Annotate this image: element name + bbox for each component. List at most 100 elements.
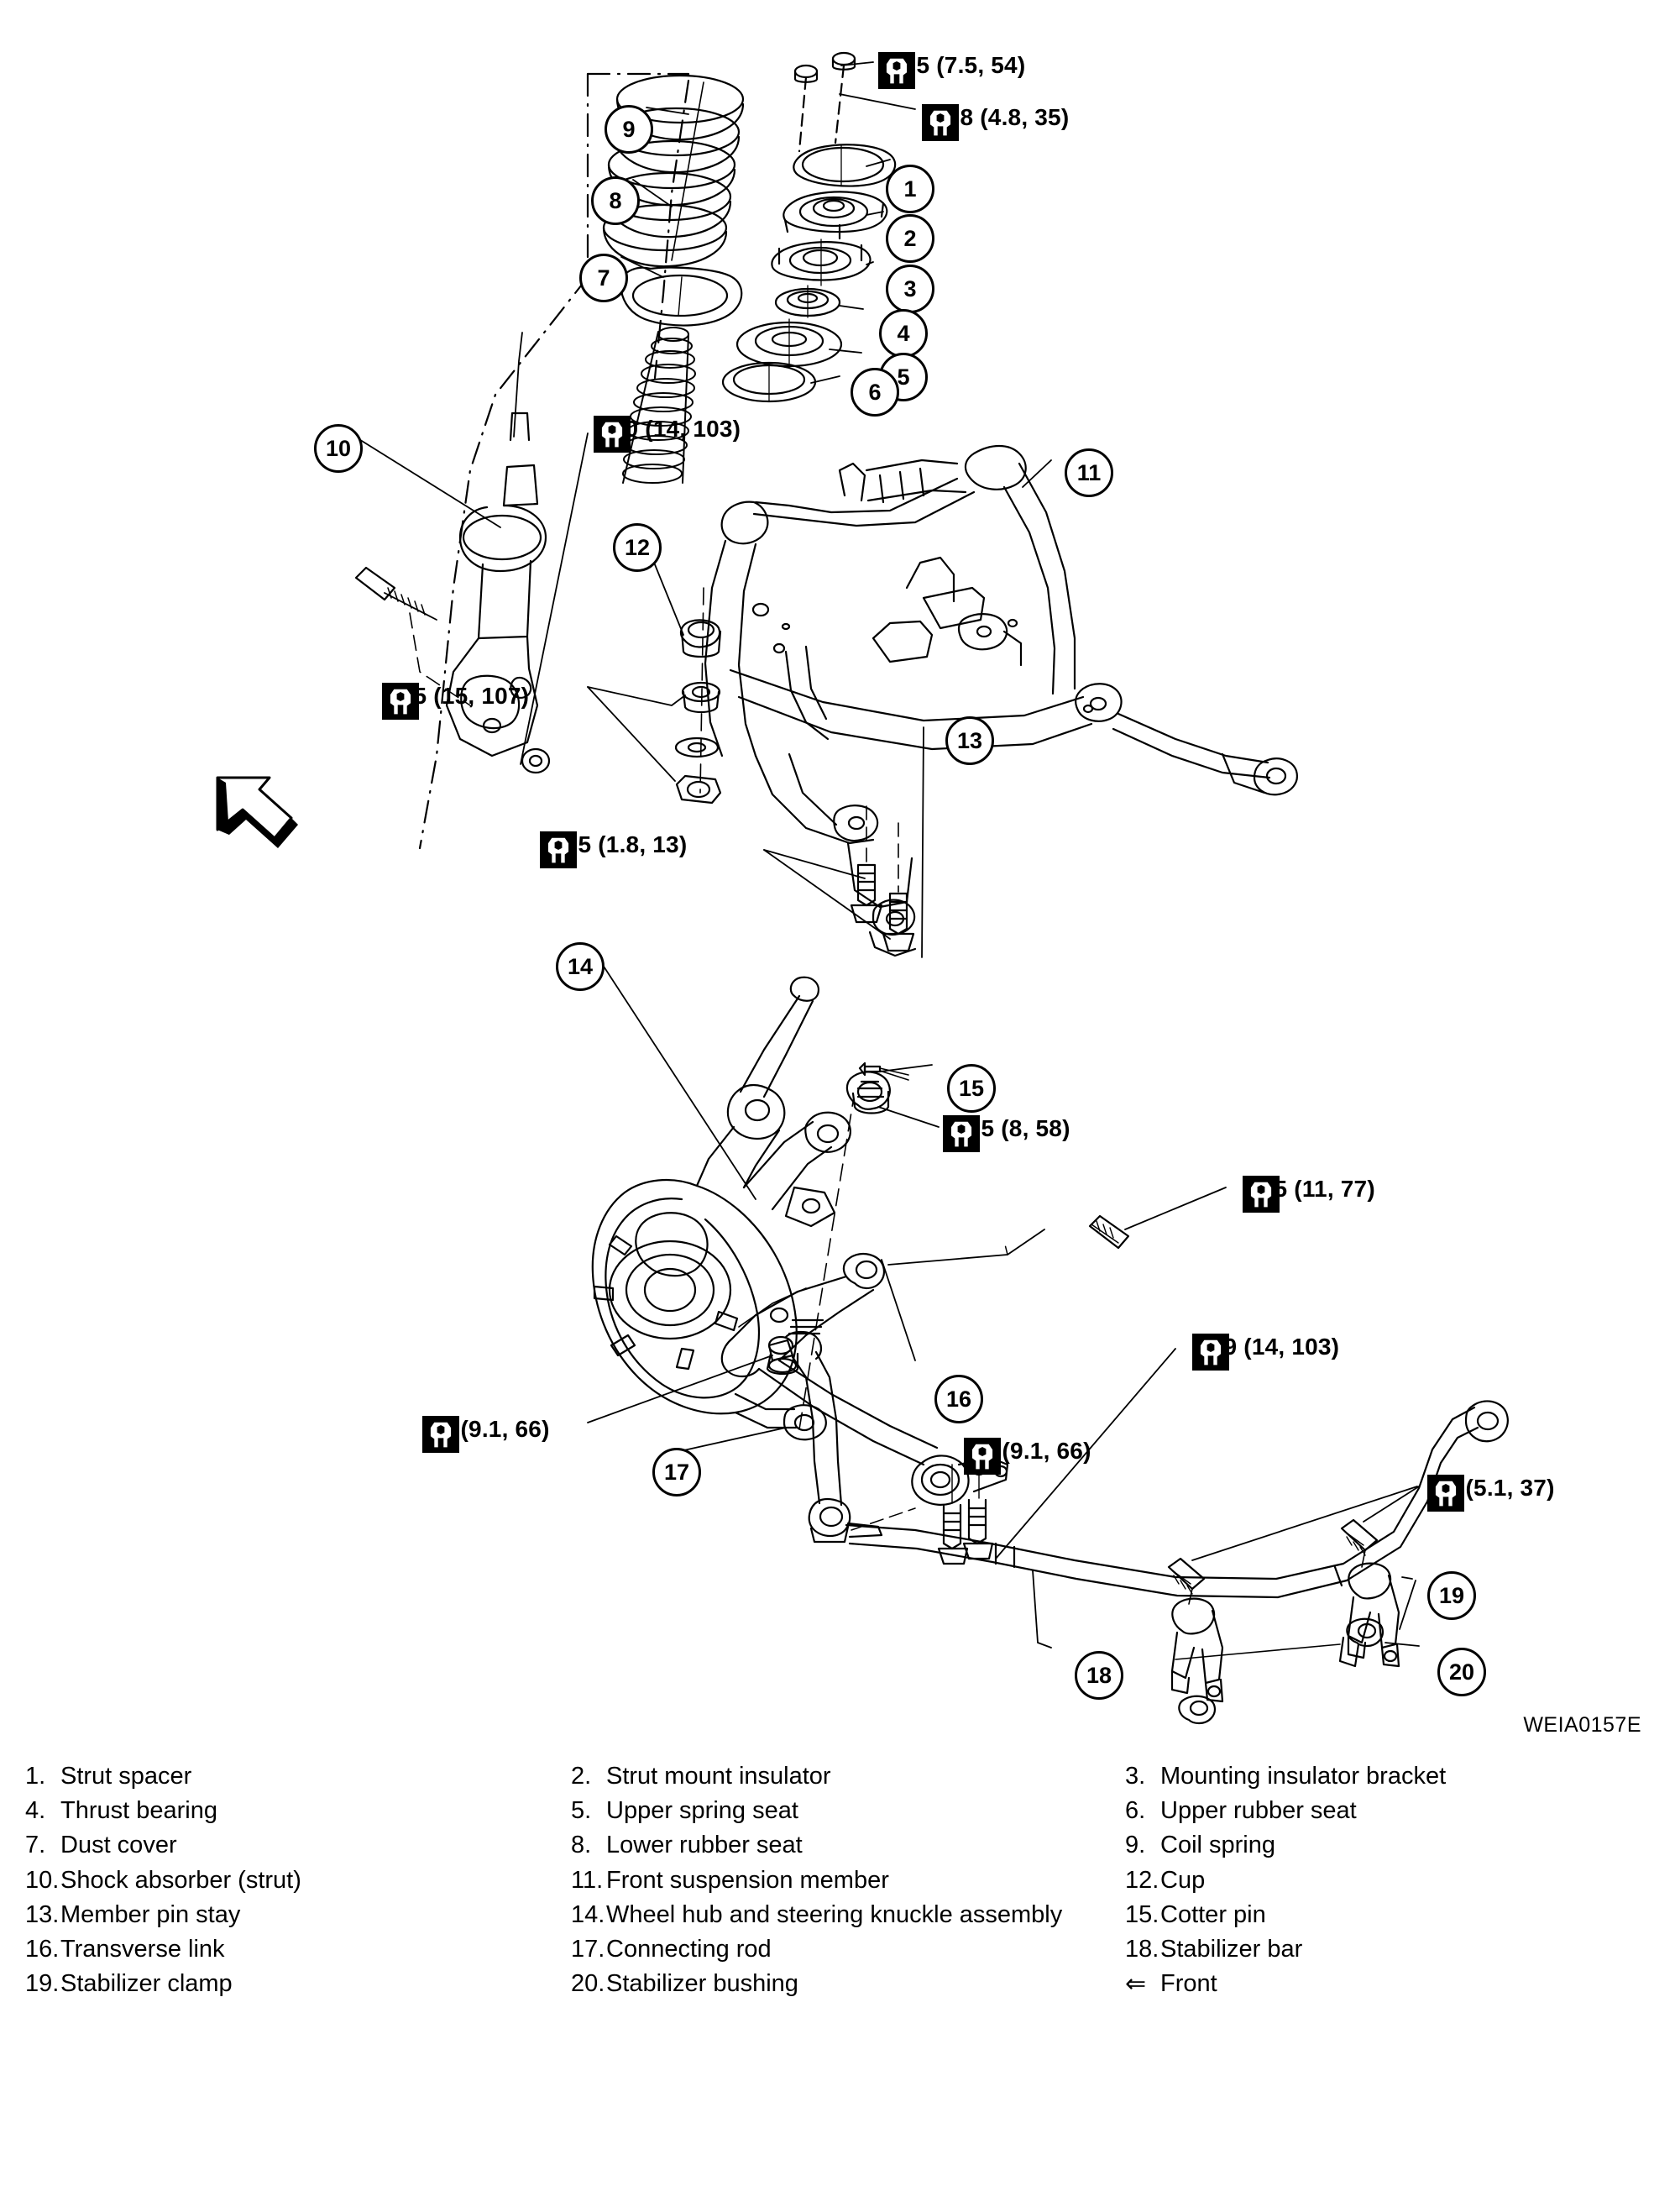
- part-label: Lower rubber seat: [606, 1832, 803, 1859]
- legend-front-direction: ⇐ Front: [1100, 1967, 1675, 2003]
- front-label: Front: [1160, 1970, 1217, 1998]
- part-item-8: 8. Lower rubber seat: [546, 1828, 1100, 1863]
- torque-wrench-icon: [878, 52, 915, 89]
- part-label: Stabilizer bar: [1160, 1935, 1303, 1963]
- part-number: 2.: [571, 1763, 592, 1790]
- part-item-6: 6. Upper rubber seat: [1100, 1794, 1675, 1828]
- part-item-5: 5. Upper spring seat: [546, 1794, 1100, 1828]
- parts-list-row: 1. Strut spacer 2. Strut mount insulator…: [0, 1759, 1675, 1794]
- part-label: Member pin stay: [60, 1900, 241, 1928]
- front-direction-arrow: [216, 776, 298, 848]
- part-number: 1.: [25, 1763, 46, 1790]
- part-number: 18.: [1125, 1935, 1159, 1963]
- part-label: Coil spring: [1160, 1832, 1275, 1859]
- diagram-linework: [343, 51, 1509, 1725]
- part-item-16: 16. Transverse link: [0, 1932, 546, 1967]
- parts-list-row: 19. Stabilizer clamp 20. Stabilizer bush…: [0, 1967, 1675, 2003]
- torque-spec-78-5: 78.5 (8, 58): [943, 1115, 1070, 1152]
- torque-wrench-icon: [964, 1438, 1001, 1475]
- callout-19: 19: [1427, 1571, 1476, 1620]
- part-label: Strut spacer: [60, 1763, 192, 1790]
- part-number: 10.: [25, 1866, 60, 1894]
- exploded-view-diagram: 1 2 3 4 5 6 7 8 9 10 11 12 13 14 15 16 1…: [216, 51, 1554, 1725]
- part-label: Dust cover: [60, 1832, 177, 1859]
- torque-wrench-icon: [1427, 1475, 1464, 1512]
- torque-spec-17-5: 17.5 (1.8, 13): [540, 831, 687, 868]
- callout-20: 20: [1437, 1648, 1486, 1696]
- part-item-9: 9. Coil spring: [1100, 1828, 1675, 1863]
- parts-list-row: 16. Transverse link 17. Connecting rod 1…: [0, 1932, 1675, 1967]
- part-number: 3.: [1125, 1763, 1146, 1790]
- part-item-11: 11. Front suspension member: [546, 1863, 1100, 1898]
- part-item-7: 7. Dust cover: [0, 1828, 546, 1863]
- torque-spec-89-left: 89 (9.1, 66): [422, 1416, 550, 1453]
- torque-wrench-icon: [594, 416, 631, 453]
- part-number: 6.: [1125, 1797, 1146, 1825]
- part-number: 12.: [1125, 1866, 1159, 1894]
- torque-spec-140: 140 (14, 103): [594, 416, 741, 453]
- part-item-13: 13. Member pin stay: [0, 1898, 546, 1932]
- part-number: 17.: [571, 1935, 605, 1963]
- part-label: Transverse link: [60, 1935, 225, 1963]
- part-number: 4.: [25, 1797, 46, 1825]
- part-number: 15.: [1125, 1900, 1159, 1928]
- torque-spec-139: 139 (14, 103): [1192, 1334, 1339, 1371]
- callout-6: 6: [851, 368, 899, 417]
- part-item-12: 12. Cup: [1100, 1863, 1675, 1898]
- torque-wrench-icon: [943, 1115, 980, 1152]
- part-label: Mounting insulator bracket: [1160, 1763, 1447, 1790]
- callout-13: 13: [945, 716, 994, 765]
- part-number: 16.: [25, 1935, 60, 1963]
- front-arrow-glyph: ⇐: [1125, 1970, 1147, 1999]
- torque-wrench-icon: [422, 1416, 459, 1453]
- part-item-1: 1. Strut spacer: [0, 1759, 546, 1794]
- parts-list: 1. Strut spacer 2. Strut mount insulator…: [0, 1759, 1675, 2003]
- callout-9: 9: [605, 105, 653, 154]
- callout-17: 17: [652, 1448, 701, 1497]
- part-label: Strut mount insulator: [606, 1763, 831, 1790]
- torque-spec-89-right: 89 (9.1, 66): [964, 1438, 1091, 1475]
- torque-wrench-icon: [1192, 1334, 1229, 1371]
- part-label: Stabilizer bushing: [606, 1970, 798, 1998]
- part-item-19: 19. Stabilizer clamp: [0, 1967, 546, 2003]
- parts-list-row: 13. Member pin stay 14. Wheel hub and st…: [0, 1898, 1675, 1932]
- callout-1: 1: [886, 165, 934, 213]
- part-number: 5.: [571, 1797, 592, 1825]
- part-label: Stabilizer clamp: [60, 1970, 233, 1998]
- part-item-10: 10. Shock absorber (strut): [0, 1863, 546, 1898]
- part-number: 9.: [1125, 1832, 1146, 1859]
- part-item-17: 17. Connecting rod: [546, 1932, 1100, 1967]
- part-label: Connecting rod: [606, 1935, 772, 1963]
- torque-wrench-icon: [540, 831, 577, 868]
- part-number: 7.: [25, 1832, 46, 1859]
- part-label: Upper spring seat: [606, 1797, 798, 1825]
- part-label: Wheel hub and steering knuckle assembly: [606, 1900, 1063, 1928]
- part-number: 8.: [571, 1832, 592, 1859]
- callout-8: 8: [591, 176, 640, 225]
- callout-2: 2: [886, 214, 934, 263]
- callout-12: 12: [613, 523, 662, 572]
- callout-15: 15: [947, 1064, 996, 1113]
- callout-18: 18: [1075, 1651, 1123, 1700]
- part-item-15: 15. Cotter pin: [1100, 1898, 1675, 1932]
- torque-spec-145: 145 (15, 107): [382, 683, 529, 720]
- part-number: 13.: [25, 1900, 60, 1928]
- part-number: 11.: [571, 1866, 604, 1894]
- part-label: Shock absorber (strut): [60, 1866, 301, 1894]
- torque-spec-46-8: 46.8 (4.8, 35): [922, 104, 1069, 141]
- part-item-2: 2. Strut mount insulator: [546, 1759, 1100, 1794]
- callout-10: 10: [314, 424, 363, 473]
- part-label: Thrust bearing: [60, 1797, 217, 1825]
- callout-11: 11: [1065, 448, 1113, 497]
- part-number: 20.: [571, 1970, 605, 1998]
- callout-16: 16: [934, 1375, 983, 1423]
- parts-list-row: 4. Thrust bearing 5. Upper spring seat 6…: [0, 1794, 1675, 1828]
- parts-list-row: 10. Shock absorber (strut) 11. Front sus…: [0, 1863, 1675, 1898]
- part-number: 19.: [25, 1970, 60, 1998]
- torque-spec-105: 105 (11, 77): [1243, 1176, 1375, 1213]
- part-item-20: 20. Stabilizer bushing: [546, 1967, 1100, 2003]
- part-item-3: 3. Mounting insulator bracket: [1100, 1759, 1675, 1794]
- callout-14: 14: [556, 942, 605, 991]
- part-item-14: 14. Wheel hub and steering knuckle assem…: [546, 1898, 1100, 1932]
- part-number: 14.: [571, 1900, 605, 1928]
